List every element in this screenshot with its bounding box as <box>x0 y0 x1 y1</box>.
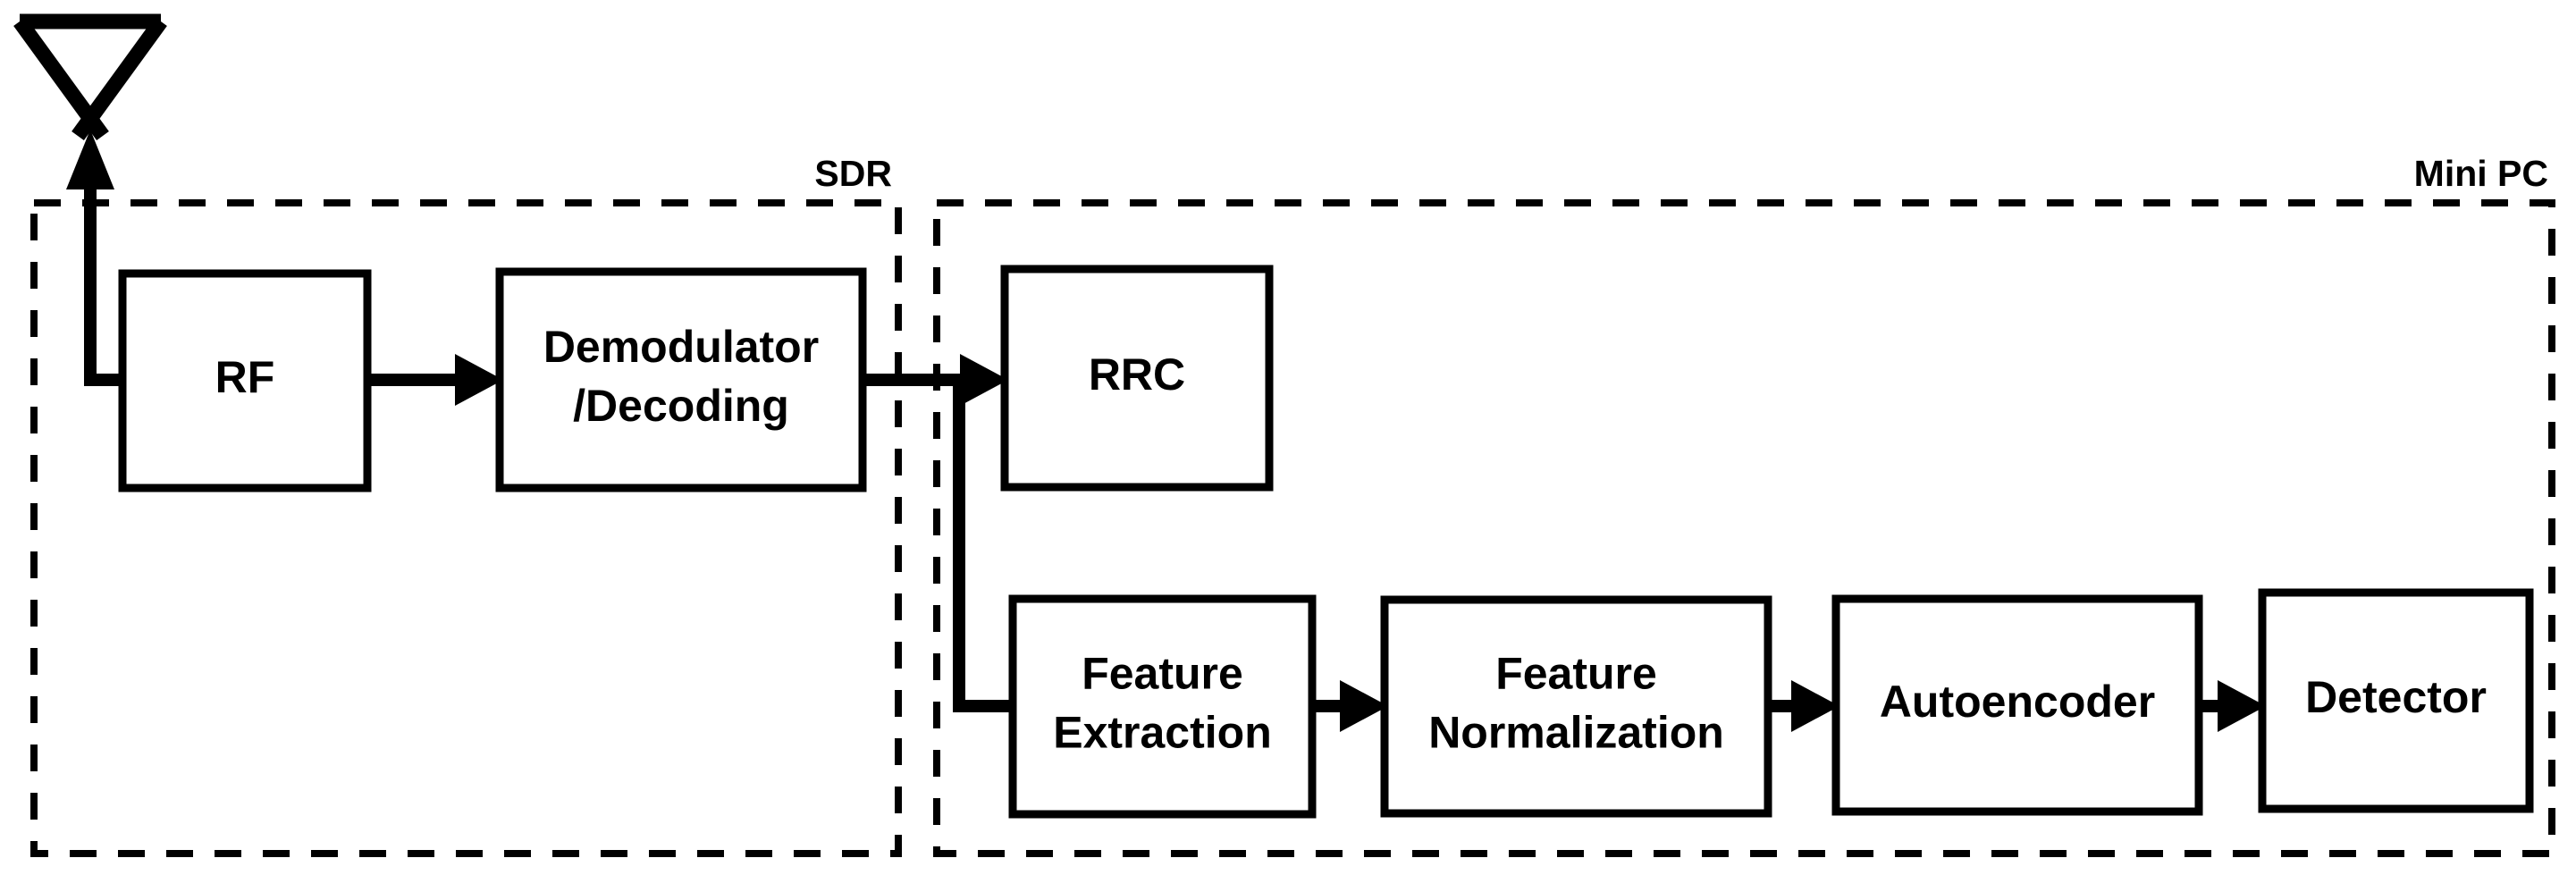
sdr-group-boundary <box>30 199 902 857</box>
rrc-block-label: RRC <box>1089 349 1185 400</box>
connection-ae-to-detector <box>2199 680 2266 732</box>
antenna-arrowhead-icon <box>66 130 114 189</box>
fe-to-fn-arrowhead-icon <box>1340 680 1388 732</box>
block-demodulator[interactable]: Demodulator /Decoding <box>495 267 867 492</box>
autoencoder-block-label: Autoencoder <box>1880 677 2155 727</box>
minipc-group-boundary <box>933 199 2555 857</box>
feature-normalization-block-rect[interactable] <box>1380 595 1772 818</box>
block-rf[interactable]: RF <box>118 269 372 492</box>
connection-rf-to-demodulator <box>367 354 503 406</box>
minipc-group-label: Mini PC <box>2414 153 2548 194</box>
detector-block-rect[interactable] <box>2258 588 2534 813</box>
feature-normalization-block-label-line2: Normalization <box>1428 708 1724 758</box>
receive-antenna <box>13 13 167 140</box>
rrc-block-rect[interactable] <box>1000 265 1274 492</box>
feature-extraction-block-label-line1: Feature <box>1082 649 1243 699</box>
block-rrc[interactable]: RRC <box>1000 265 1274 492</box>
rf-block-label: RF <box>215 352 275 402</box>
connection-fn-to-ae <box>1768 680 1839 732</box>
ae-to-detector-arrowhead-icon <box>2218 680 2266 732</box>
feature-extraction-block-rect[interactable] <box>1008 594 1317 819</box>
block-detector[interactable]: Detector <box>2258 588 2534 813</box>
rf-to-demod-arrowhead-icon <box>455 354 503 406</box>
demodulator-block-label-line2: /Decoding <box>573 381 789 431</box>
connection-demodulator-branch <box>863 354 1016 712</box>
demodulator-block-label-line1: Demodulator <box>543 322 819 372</box>
group-minipc: Mini PC <box>933 153 2555 857</box>
connection-fe-to-fn <box>1312 680 1388 732</box>
antenna-triangle-icon <box>13 13 167 140</box>
block-autoencoder[interactable]: Autoencoder <box>1831 594 2203 816</box>
feature-extraction-block-label-line2: Extraction <box>1053 708 1272 758</box>
group-sdr: SDR <box>30 153 902 857</box>
sdr-group-label: SDR <box>814 153 892 194</box>
demod-to-rrc-arrowhead-icon <box>960 354 1008 406</box>
block-feature-extraction[interactable]: Feature Extraction <box>1008 594 1317 819</box>
feature-normalization-block-label-line1: Feature <box>1495 649 1657 699</box>
connection-antenna-to-rf <box>66 130 126 386</box>
autoencoder-block-rect[interactable] <box>1831 594 2203 816</box>
detector-block-label: Detector <box>2305 672 2487 722</box>
block-feature-normalization[interactable]: Feature Normalization <box>1380 595 1772 818</box>
demodulator-block-rect[interactable] <box>495 267 867 492</box>
fn-to-ae-arrowhead-icon <box>1791 680 1839 732</box>
